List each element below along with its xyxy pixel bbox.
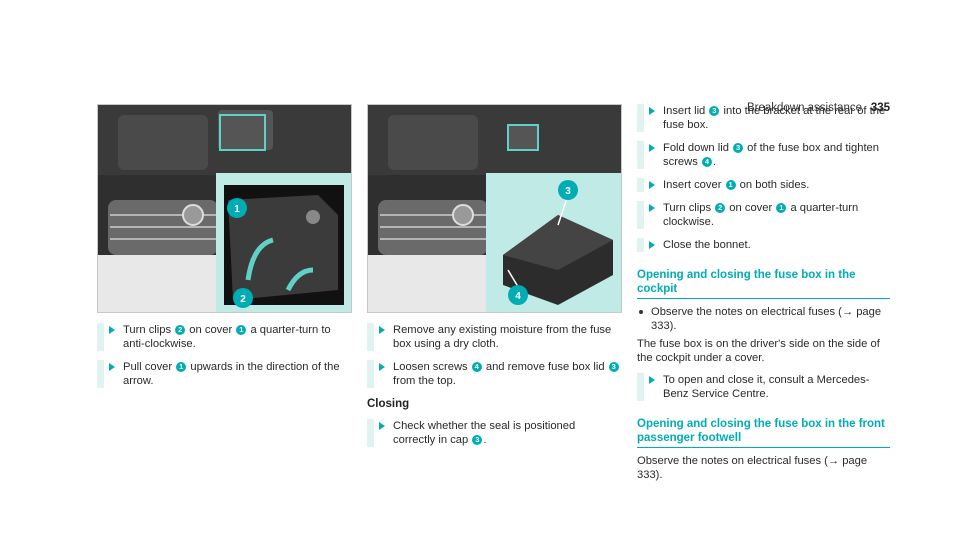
step-arrow-icon xyxy=(649,181,655,189)
callout-3-label: 3 xyxy=(565,186,571,197)
instruction-step: Fold down lid 3 of the fuse box and tigh… xyxy=(637,141,890,169)
step-arrow-icon xyxy=(649,204,655,212)
step-arrow-icon xyxy=(109,363,115,371)
section-heading-footwell: Opening and closing the fuse box in the … xyxy=(637,417,890,448)
callout-4-label: 4 xyxy=(515,291,521,302)
callout-1 xyxy=(227,198,247,218)
callout-marker: 1 xyxy=(725,180,736,190)
callout-marker: 3 xyxy=(608,362,619,372)
step-arrow-icon xyxy=(649,241,655,249)
paragraph: Observe the notes on electrical fuses (→… xyxy=(637,455,868,481)
instruction-step: Remove any existing moisture from the fu… xyxy=(367,323,620,351)
step-arrow-icon xyxy=(379,326,385,334)
callout-marker: 4 xyxy=(701,157,712,167)
callout-2 xyxy=(233,288,253,308)
instruction-step: Insert cover 1 on both sides. xyxy=(637,178,890,192)
callout-4 xyxy=(508,285,528,305)
paragraph: The fuse box is on the driver's side on … xyxy=(637,338,880,364)
bullet-dot-icon xyxy=(639,310,643,314)
callout-marker: 1 xyxy=(776,203,787,213)
callout-2-label: 2 xyxy=(240,294,246,305)
step-arrow-icon xyxy=(109,326,115,334)
callout-marker: 3 xyxy=(472,435,483,445)
instruction-step: Turn clips 2 on cover 1 a quarter-turn t… xyxy=(97,323,350,351)
callout-marker: 2 xyxy=(175,325,186,335)
column-middle: Remove any existing moisture from the fu… xyxy=(367,323,620,456)
page-header: Breakdown assistance 335 xyxy=(0,102,960,120)
instruction-step: To open and close it, consult a Mercedes… xyxy=(637,373,890,401)
callout-marker: 4 xyxy=(471,362,482,372)
instruction-step: Close the bonnet. xyxy=(637,238,890,252)
callout-marker: 3 xyxy=(733,143,744,153)
instruction-step: Check whether the seal is positioned cor… xyxy=(367,419,620,447)
step-arrow-icon xyxy=(649,144,655,152)
figure-fuse-box-lid: 3 4 xyxy=(367,104,622,313)
section-heading-cockpit: Opening and closing the fuse box in the … xyxy=(637,268,890,299)
instruction-step: Insert lid 3 into the bracket at the rea… xyxy=(637,104,890,132)
callout-marker: 3 xyxy=(709,106,720,116)
callout-3 xyxy=(558,180,578,200)
step-arrow-icon xyxy=(649,107,655,115)
column-right: Insert lid 3 into the bracket at the rea… xyxy=(637,104,890,490)
closing-heading: Closing xyxy=(367,398,410,410)
bullet-item: Observe the notes on electrical fuses (→… xyxy=(637,305,890,333)
callout-1-label: 1 xyxy=(234,204,240,215)
section-title: Breakdown assistance xyxy=(746,102,862,114)
column-left: Turn clips 2 on cover 1 a quarter-turn t… xyxy=(97,323,350,397)
instruction-step: Turn clips 2 on cover 1 a quarter-turn c… xyxy=(637,201,890,229)
callout-marker: 2 xyxy=(715,203,726,213)
instruction-step: Pull cover 1 upwards in the direction of… xyxy=(97,360,350,388)
step-arrow-icon xyxy=(379,422,385,430)
instruction-step: Loosen screws 4 and remove fuse box lid … xyxy=(367,360,620,388)
callout-marker: 1 xyxy=(236,325,247,335)
page-number: 335 xyxy=(870,102,890,114)
figure-engine-bay-cover: 1 2 xyxy=(97,104,352,313)
step-arrow-icon xyxy=(649,376,655,384)
callout-marker: 1 xyxy=(176,362,187,372)
step-arrow-icon xyxy=(379,363,385,371)
